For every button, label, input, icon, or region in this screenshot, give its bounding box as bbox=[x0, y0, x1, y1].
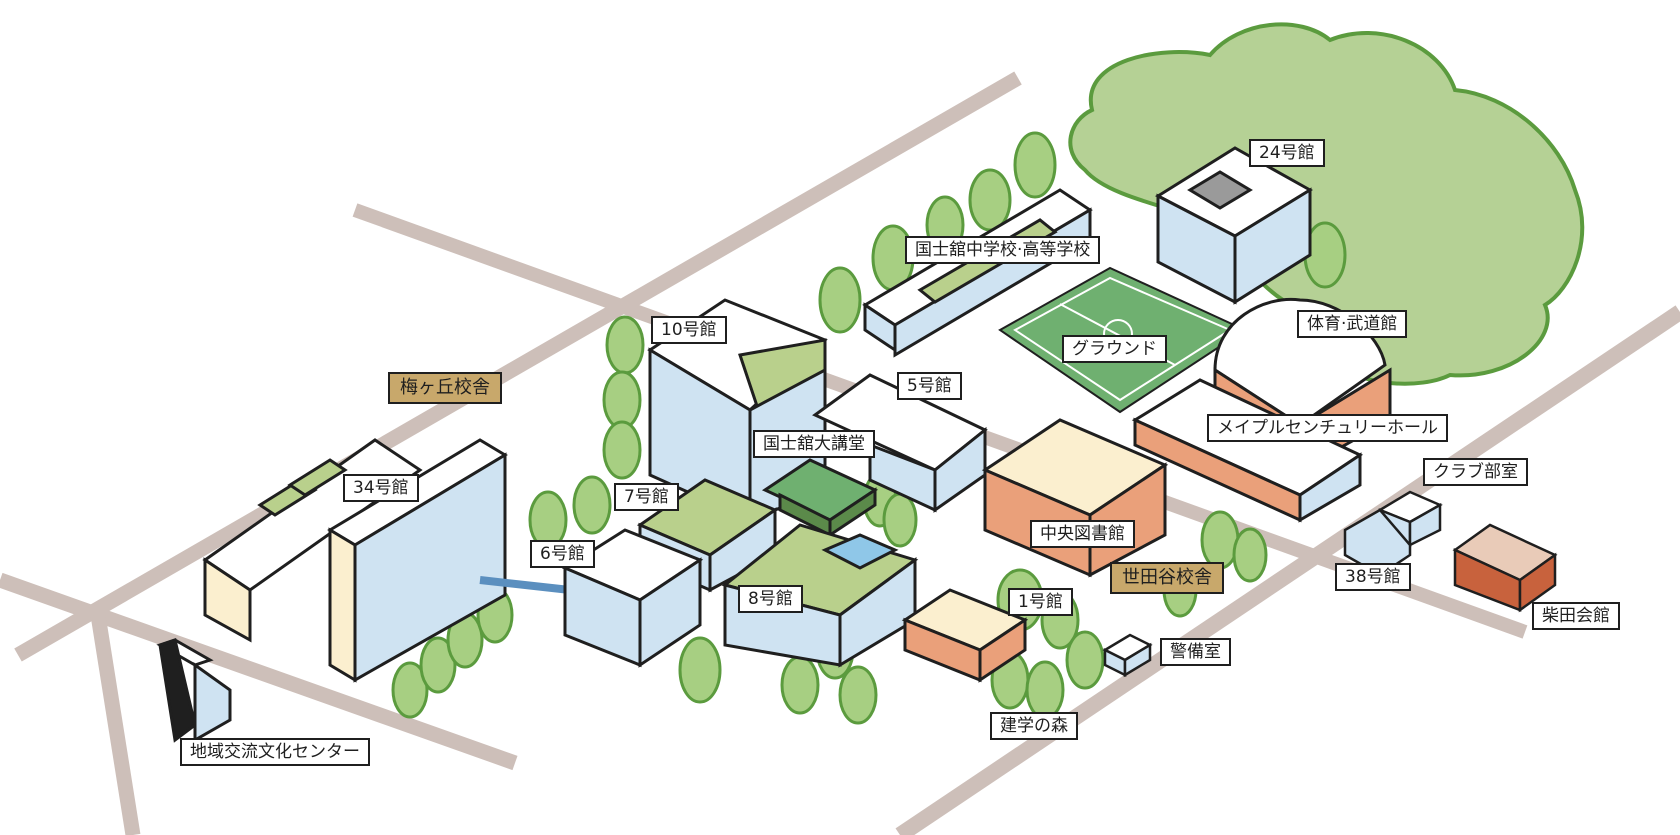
building-5[interactable] bbox=[812, 373, 988, 513]
campus-label-umegaoka[interactable]: 梅ヶ丘校舎 bbox=[388, 372, 502, 404]
label-club[interactable]: クラブ部室 bbox=[1423, 458, 1528, 486]
building-1[interactable] bbox=[901, 588, 1029, 683]
building-6[interactable] bbox=[561, 528, 704, 668]
walkway bbox=[479, 576, 571, 594]
building-community-center[interactable] bbox=[156, 638, 232, 743]
label-building-10[interactable]: 10号館 bbox=[651, 316, 727, 344]
label-guardroom[interactable]: 警備室 bbox=[1160, 638, 1231, 666]
label-building-8[interactable]: 8号館 bbox=[738, 585, 803, 613]
label-forest[interactable]: 建学の森 bbox=[990, 712, 1078, 740]
label-building-6[interactable]: 6号館 bbox=[530, 540, 595, 568]
label-building-5[interactable]: 5号館 bbox=[897, 372, 962, 400]
trees bbox=[391, 131, 1347, 725]
label-ground[interactable]: グラウンド bbox=[1062, 335, 1167, 363]
label-gym[interactable]: 体育·武道館 bbox=[1297, 310, 1408, 338]
label-library[interactable]: 中央図書館 bbox=[1030, 520, 1135, 548]
label-community-center[interactable]: 地域交流文化センター bbox=[180, 738, 370, 766]
building-guardroom[interactable] bbox=[1102, 633, 1153, 678]
label-shibata[interactable]: 柴田会館 bbox=[1532, 602, 1620, 630]
building-38-club[interactable] bbox=[1343, 490, 1443, 577]
campus-label-setagaya[interactable]: 世田谷校舎 bbox=[1110, 562, 1224, 594]
label-building-34[interactable]: 34号館 bbox=[343, 474, 419, 502]
label-building-1[interactable]: 1号館 bbox=[1008, 588, 1073, 616]
building-shibata[interactable] bbox=[1452, 523, 1558, 613]
label-building-7[interactable]: 7号館 bbox=[614, 483, 679, 511]
label-building-38[interactable]: 38号館 bbox=[1335, 563, 1411, 591]
building-24[interactable] bbox=[1154, 146, 1313, 305]
label-building-24[interactable]: 24号館 bbox=[1249, 139, 1325, 167]
label-school[interactable]: 国士舘中学校·高等学校 bbox=[905, 236, 1101, 264]
label-auditorium[interactable]: 国士舘大講堂 bbox=[753, 430, 875, 458]
label-maple-hall[interactable]: メイプルセンチュリーホール bbox=[1207, 414, 1448, 442]
